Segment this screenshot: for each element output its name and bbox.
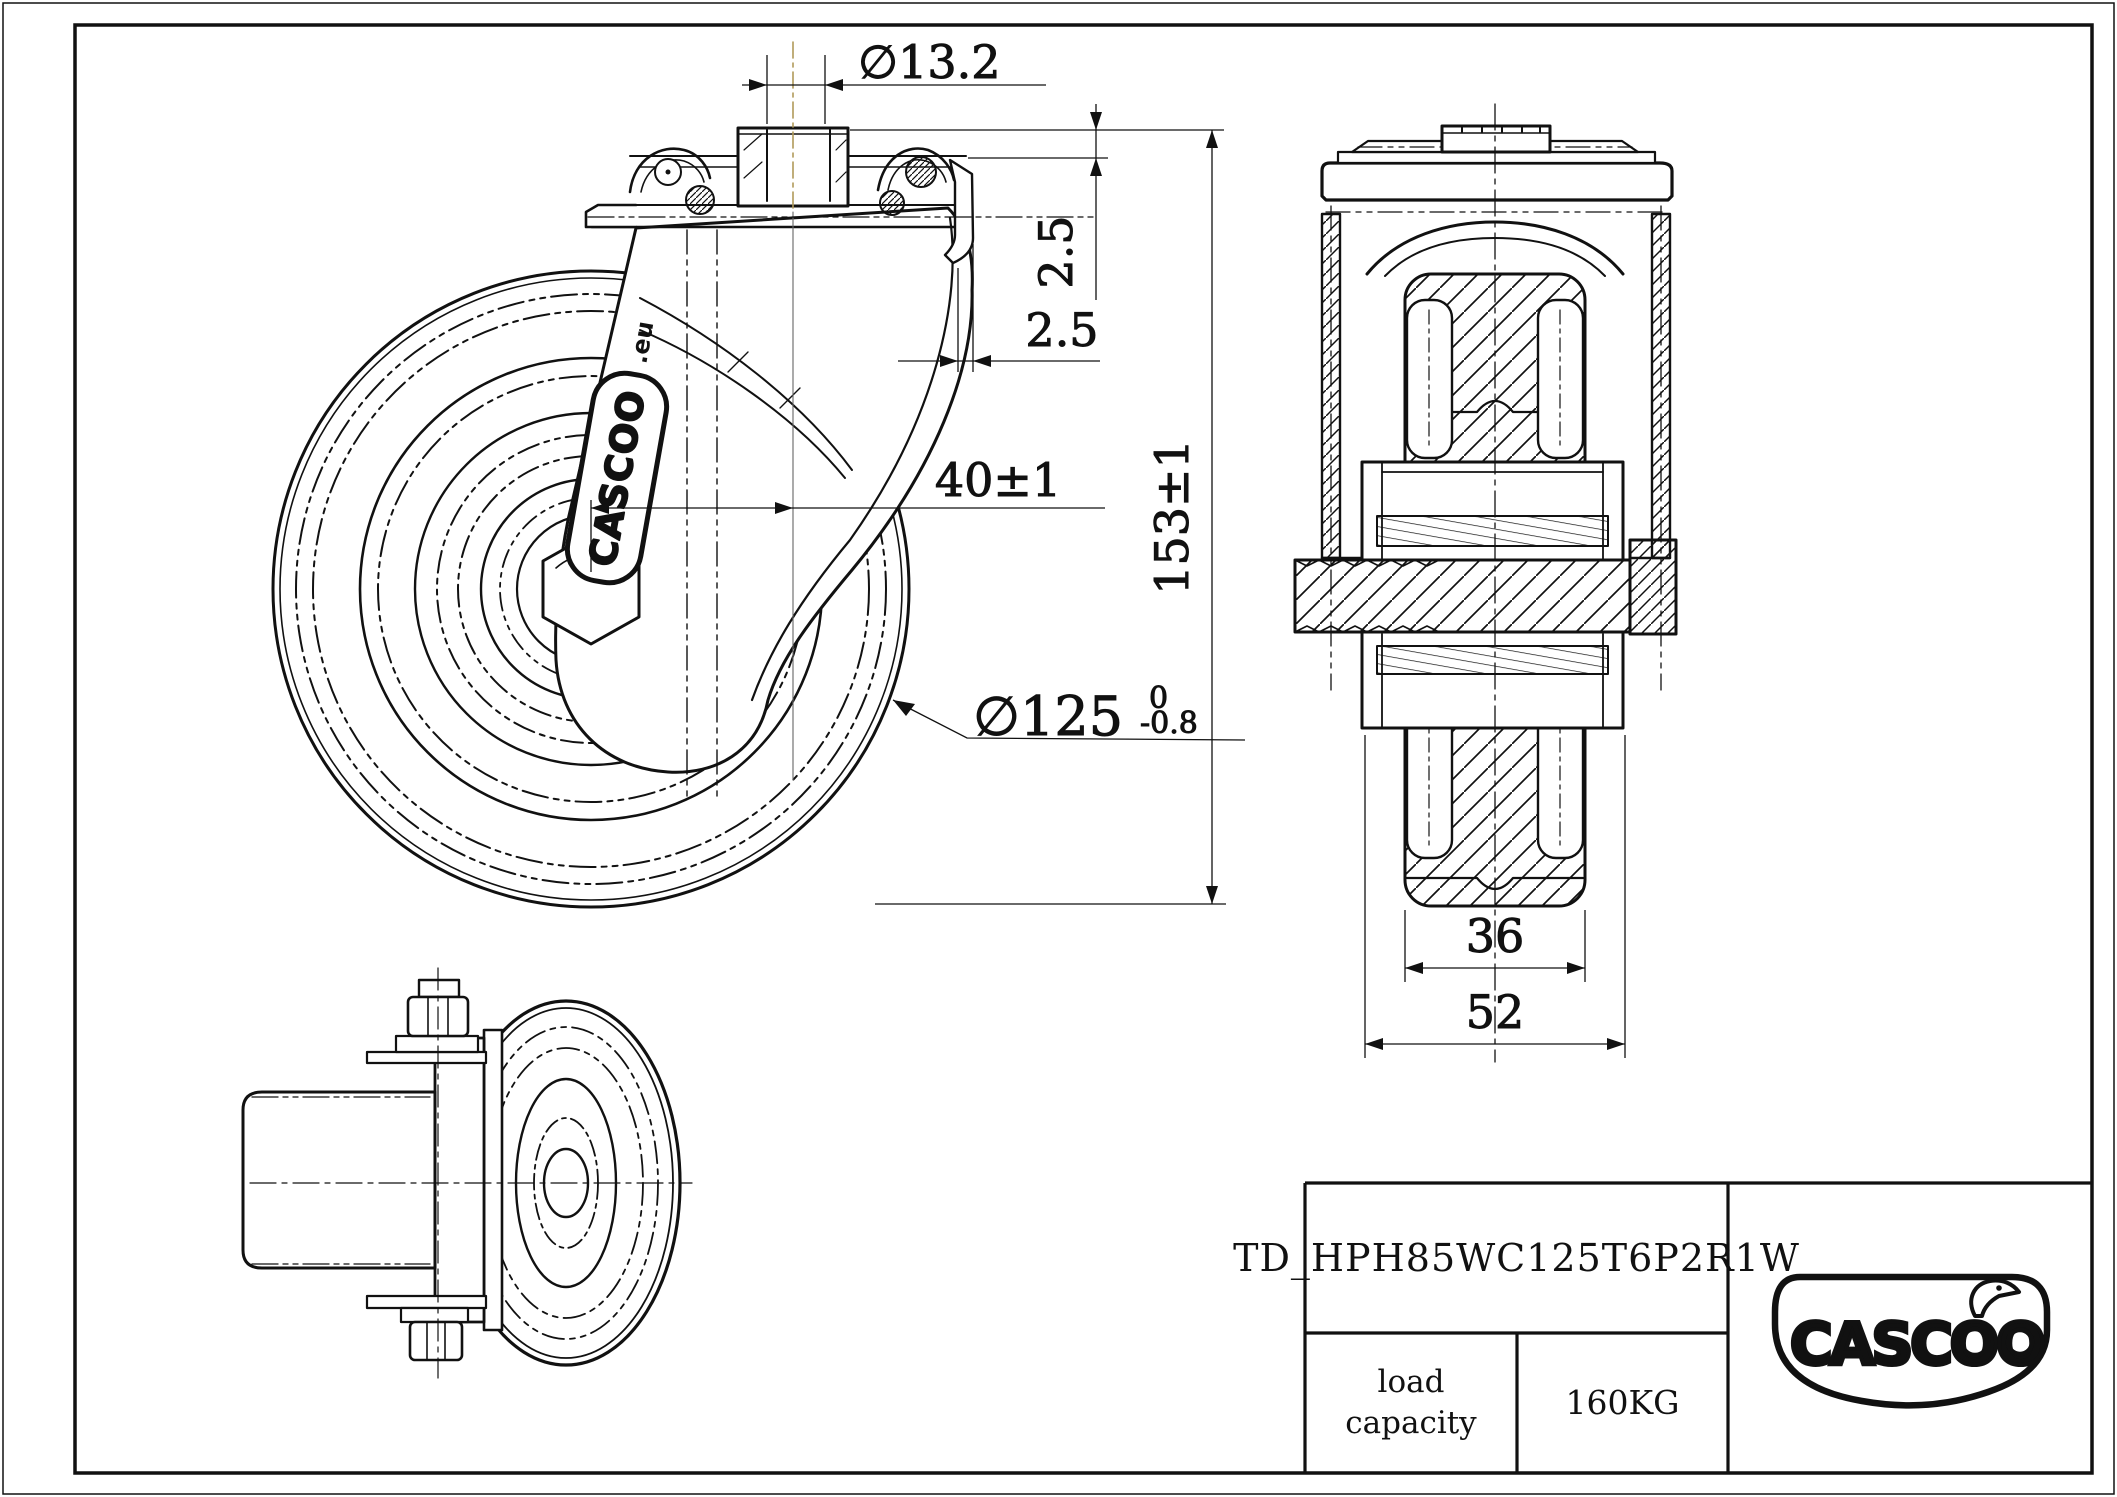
view-side-elevation: CASCOO .eu — [271, 41, 1096, 909]
view-bottom — [241, 967, 693, 1379]
brand-logo-text: CASCOO — [1790, 1310, 2043, 1378]
title-block — [1303, 1181, 2092, 1473]
swivel-head-assembly — [584, 41, 1096, 781]
logo-wheel-hub-icon — [1959, 1326, 1991, 1358]
dim-wheel-diameter-tol-lower: -0.8 — [1140, 706, 1198, 741]
bottom-fork-and-tube — [241, 967, 693, 1379]
dim-overall-height: 153±1 — [875, 130, 1226, 905]
brand-logo: CASCOO — [1771, 1273, 2051, 1409]
dim-wheel-diameter-text: ∅125 — [973, 685, 1123, 748]
dimension-annotations-left: ∅13.2 2.5 2.5 40±1 — [590, 35, 1246, 905]
mounting-plate-section — [1320, 124, 1674, 202]
logo-swan-eye-icon — [1996, 1285, 2002, 1291]
swivel-fork — [554, 206, 974, 799]
inner-border — [73, 23, 2094, 1475]
dim-tread-width: 36 — [1404, 909, 1586, 982]
dim-bore-diameter-text: ∅13.2 — [858, 35, 1001, 89]
logo-swan-head-icon — [1969, 1278, 2021, 1318]
dim-swivel-offset-text: 40±1 — [935, 453, 1061, 507]
dim-bore-diameter: ∅13.2 — [742, 35, 1046, 124]
dim-plate-thickness: 2.5 — [850, 104, 1224, 300]
view-front-section — [1293, 103, 1678, 1063]
part-number: TD_HPH85WC125T6P2R1W — [1233, 1236, 1800, 1280]
fork-brand-badge: CASCOO .eu — [564, 319, 670, 586]
dim-hub-width: 52 — [1364, 735, 1626, 1058]
dim-tread-width-text: 36 — [1466, 909, 1525, 963]
axle-assembly — [1293, 460, 1678, 730]
dim-plate-thickness-text: 2.5 — [1029, 215, 1083, 288]
dim-flange-offset-text: 2.5 — [1025, 303, 1098, 357]
dimension-annotations-right: 36 52 — [1364, 735, 1626, 1058]
dim-flange-offset: 2.5 — [898, 244, 1100, 372]
load-capacity-label: load capacity — [1345, 1364, 1477, 1441]
dim-wheel-diameter-tol-upper: 0 — [1149, 681, 1168, 716]
dim-swivel-offset: 40±1 — [590, 453, 1105, 572]
dim-wheel-diameter: ∅125 0 -0.8 — [892, 681, 1246, 749]
dim-hub-width-text: 52 — [1466, 985, 1525, 1039]
dim-overall-height-text: 153±1 — [1145, 439, 1199, 595]
load-capacity-value: 160KG — [1565, 1383, 1680, 1422]
logo-second-o-icon — [2005, 1327, 2035, 1357]
fork-legs-section — [1320, 205, 1672, 691]
